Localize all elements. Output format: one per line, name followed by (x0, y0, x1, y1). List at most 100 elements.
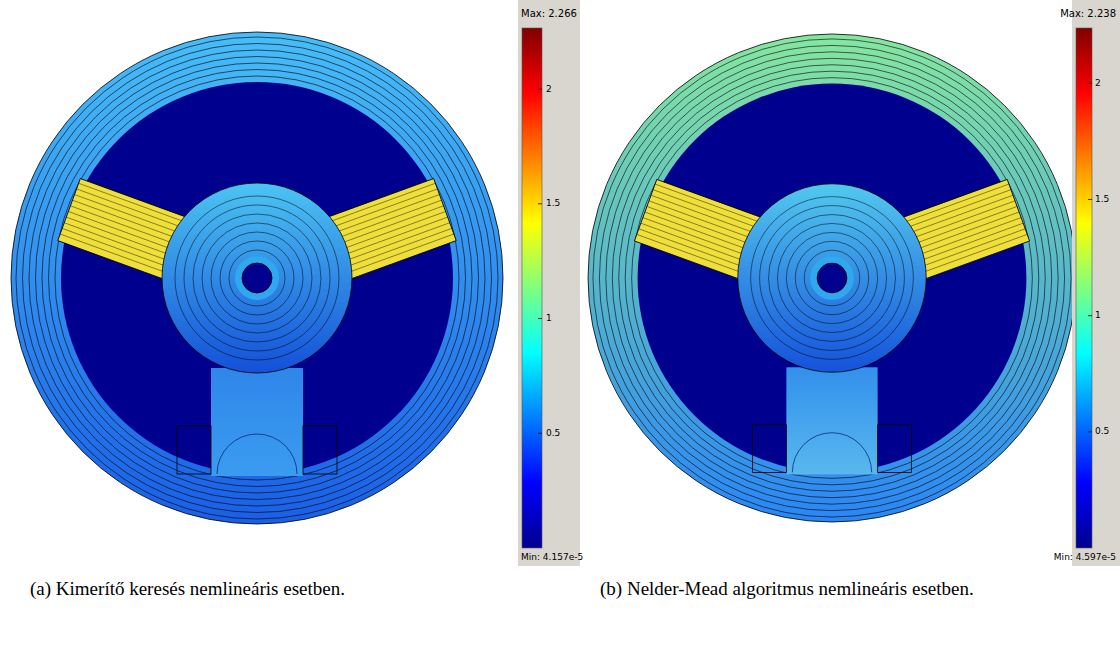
field-line (23, 44, 492, 513)
magnet-flux-line (347, 228, 452, 266)
colorbar-panel (518, 0, 580, 566)
pole-piece (211, 368, 303, 476)
colorbar-tick (1088, 315, 1092, 316)
colorbar-tick (1088, 431, 1092, 432)
field-line (193, 214, 321, 342)
magnet-flux-line (60, 234, 165, 272)
magnet-flux-line (62, 228, 167, 266)
magnet-flux-line (915, 212, 1019, 250)
field-line (202, 223, 312, 333)
magnet-flux-line (651, 195, 755, 233)
magnet-flux-line (639, 229, 743, 267)
field-line (29, 50, 485, 506)
colorbar-tick (1088, 199, 1092, 200)
field-line (760, 206, 905, 351)
field-line (36, 57, 479, 500)
magnet-flux-line (905, 184, 1009, 222)
colorbar-tick (538, 318, 542, 319)
max-value: Max: 2.266 (521, 8, 577, 20)
magnet-flux-line (653, 190, 757, 228)
pole-piece (786, 367, 877, 474)
magnet-flux-line (338, 206, 443, 244)
field-line (211, 232, 303, 324)
magnet-flux-line (340, 211, 445, 249)
colorbar (522, 28, 542, 548)
motor-plot-b (588, 34, 1076, 522)
pole-arc (792, 433, 871, 473)
field-lines (593, 39, 1071, 517)
magnet-flux-line (641, 223, 745, 261)
field-line (599, 45, 1064, 510)
field-line (184, 205, 330, 351)
field-line (612, 58, 1051, 497)
field-line (769, 215, 896, 342)
rotor (162, 183, 352, 373)
field-line (16, 37, 498, 519)
field-line (220, 241, 294, 315)
magnet-flux-line (334, 195, 439, 233)
field-line (229, 250, 285, 306)
tick-label: 2 (1095, 78, 1101, 89)
slot-outline (878, 425, 912, 473)
shaft-hole (242, 263, 272, 293)
tick-label: 0.5 (546, 428, 560, 439)
magnet-flux-line (349, 234, 454, 272)
max-value: Max: 2.238 (1060, 8, 1116, 20)
tick-label: 2 (546, 84, 552, 95)
tick-label: 0.5 (1095, 426, 1109, 437)
magnet-flux-line (655, 184, 759, 222)
magnet-flux-line (75, 195, 180, 233)
field-line (625, 71, 1039, 485)
field-line (42, 63, 472, 493)
colorbar-tick (538, 203, 542, 204)
shaft-glow (810, 256, 854, 300)
min-value: Min: 4.597e-5 (1054, 552, 1116, 563)
magnet-flux-line (330, 183, 435, 221)
slot-outline (177, 426, 211, 474)
tick-label: 1 (1095, 310, 1101, 321)
magnet-flux-line (909, 195, 1013, 233)
magnet-flux-line (645, 212, 749, 250)
shaft-hole (817, 263, 847, 293)
field-line (777, 223, 886, 332)
magnet-flux-line (637, 234, 741, 272)
subfigure-caption: (a) Kimerítő keresés nemlineáris esetben… (30, 578, 510, 601)
magnet-flux-line (64, 223, 169, 261)
field-line (632, 78, 1033, 479)
field-line (55, 76, 459, 480)
magnet-flux-line (68, 211, 173, 249)
slot-outline (303, 426, 337, 474)
tick-label: 1 (546, 313, 552, 324)
colorbar-panel (1072, 0, 1120, 566)
magnet-flux-line (923, 234, 1027, 272)
field-line (593, 39, 1071, 517)
slot-outline (753, 425, 787, 473)
field-lines (16, 37, 498, 519)
tick-label: 1.5 (546, 198, 560, 209)
magnet-flux-line (911, 201, 1015, 239)
magnet-flux-line (72, 200, 177, 238)
field-line (175, 196, 339, 360)
shaft-glow (235, 256, 279, 300)
pole-arc (217, 434, 297, 474)
magnet-flux-line (921, 229, 1025, 267)
subfigure-caption: (b) Nelder-Mead algoritmus nemlineáris e… (600, 578, 1100, 601)
rotor-field-lines (751, 197, 914, 360)
colorbar-tick (538, 433, 542, 434)
field-line (49, 70, 466, 487)
rotor-field-lines (175, 196, 339, 360)
field-line (606, 52, 1058, 504)
colorbar-tick (538, 89, 542, 90)
rotor (738, 184, 926, 372)
magnet-flux-line (336, 200, 441, 238)
field-line (786, 232, 877, 323)
stator-outline (11, 32, 503, 524)
magnet-flux-line (647, 206, 751, 244)
field-line (751, 197, 914, 360)
magnet-flux-line (77, 189, 182, 227)
magnet-flux-line (332, 189, 437, 227)
magnet-flux-line (919, 223, 1023, 261)
field-line (619, 65, 1046, 492)
magnet-flux-line (70, 206, 175, 244)
